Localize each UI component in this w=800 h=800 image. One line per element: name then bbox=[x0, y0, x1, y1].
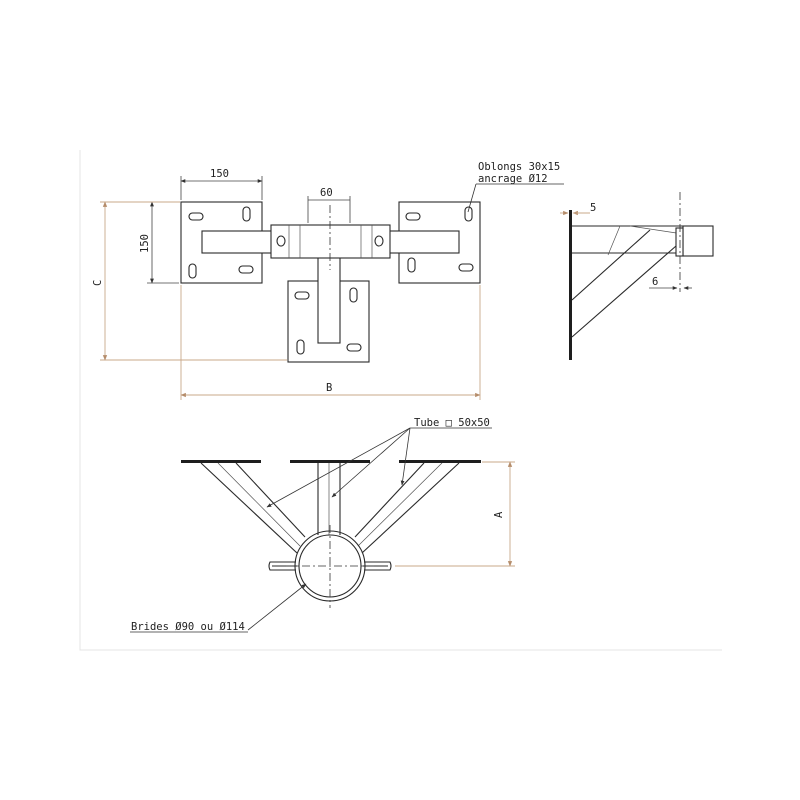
brides-note: Brides Ø90 ou Ø114 bbox=[131, 621, 245, 633]
front-view: A Tube □ 50x50 Brides Ø90 ou Ø114 bbox=[130, 417, 515, 633]
left-arm bbox=[201, 230, 273, 254]
flat-bar-center bbox=[290, 460, 370, 463]
oblong-hole bbox=[346, 343, 362, 352]
wall-plate bbox=[569, 210, 572, 360]
oblong-hole bbox=[458, 263, 474, 272]
top-view: 150 150 60 C B Oblongs 30x15 ancrage Ø12 bbox=[92, 161, 564, 400]
oblong-hole bbox=[405, 212, 421, 221]
center-tube bbox=[317, 463, 341, 535]
right-arm bbox=[388, 230, 460, 254]
oblong-hole bbox=[407, 257, 416, 273]
oblong-hole bbox=[238, 265, 254, 274]
oblong-hole bbox=[242, 206, 251, 222]
center-arm bbox=[317, 252, 341, 344]
dim-6: 6 bbox=[652, 276, 658, 288]
oblong-hole bbox=[188, 263, 197, 279]
right-tube bbox=[354, 462, 460, 554]
oblong-hole bbox=[296, 339, 305, 355]
dim-A: A bbox=[493, 511, 505, 518]
dim-plate-height: 150 bbox=[139, 234, 151, 253]
oblongs-note-line1: Oblongs 30x15 bbox=[478, 161, 560, 173]
dim-plate-width: 150 bbox=[210, 168, 229, 180]
clamp-bolt-left bbox=[276, 235, 286, 247]
oblong-hole bbox=[294, 291, 310, 300]
sheet-frame bbox=[79, 150, 722, 651]
clamp-ear-right bbox=[364, 561, 392, 571]
clamp-bolt-right bbox=[374, 235, 384, 247]
oblong-hole bbox=[464, 206, 473, 222]
dim-B: B bbox=[326, 382, 332, 394]
dim-tube-width: 60 bbox=[320, 187, 333, 199]
tube-note: Tube □ 50x50 bbox=[414, 417, 490, 429]
side-clamp-block bbox=[682, 225, 714, 257]
side-view: 5 6 bbox=[560, 192, 714, 360]
oblongs-note-line2: ancrage Ø12 bbox=[478, 173, 548, 185]
left-tube bbox=[200, 462, 306, 554]
oblong-hole bbox=[188, 212, 204, 221]
center-clamp bbox=[270, 224, 391, 259]
flat-bar-left bbox=[181, 460, 261, 463]
dim-5: 5 bbox=[590, 202, 596, 214]
dim-C: C bbox=[92, 280, 104, 286]
flat-bar-right bbox=[399, 460, 481, 463]
clamp-ear-left bbox=[268, 561, 296, 571]
oblong-hole bbox=[349, 287, 358, 303]
